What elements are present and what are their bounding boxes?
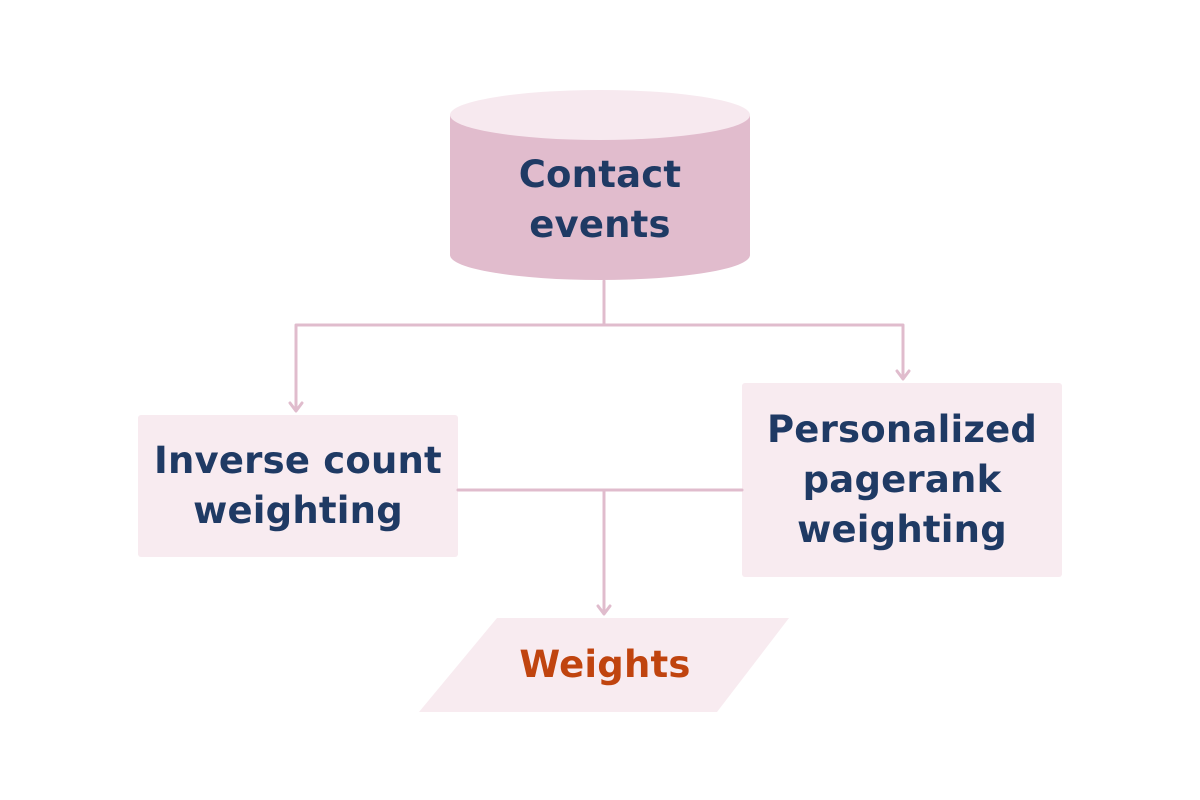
cylinder-top [450,90,750,140]
pagerank-label-line-1: Personalized [766,408,1038,451]
arrowhead-to-inverse-count [288,401,304,413]
pagerank-box-shape [742,383,1062,577]
arrowhead-to-weights [596,604,612,616]
weights-parallelogram-shape [419,618,789,712]
contact-events-label: Contact events [450,140,750,260]
inverse-count-label-line-1: Inverse count [154,439,442,482]
contact-events-label-line-2: events [529,203,671,246]
pagerank-label-line-2: pagerank [802,458,1002,501]
arrowhead-to-pagerank [895,369,911,381]
inverse-count-label: Inverse count weighting [138,415,458,557]
weights-label-line-1: Weights [519,643,691,686]
pagerank-label: Personalized pagerank weighting [742,383,1062,577]
pagerank-label-line-3: weighting [797,508,1007,551]
merge-connector-line [456,488,744,615]
inverse-count-box-shape [138,415,458,557]
inverse-count-label-line-2: weighting [193,489,403,532]
merge-connector [456,488,744,616]
contact-events-label-line-1: Contact [518,153,682,196]
split-connector-line [294,279,905,412]
weights-label: Weights [440,618,770,712]
cylinder-body [450,115,750,280]
database-cylinder-shape [450,90,750,280]
split-connector [288,279,911,413]
